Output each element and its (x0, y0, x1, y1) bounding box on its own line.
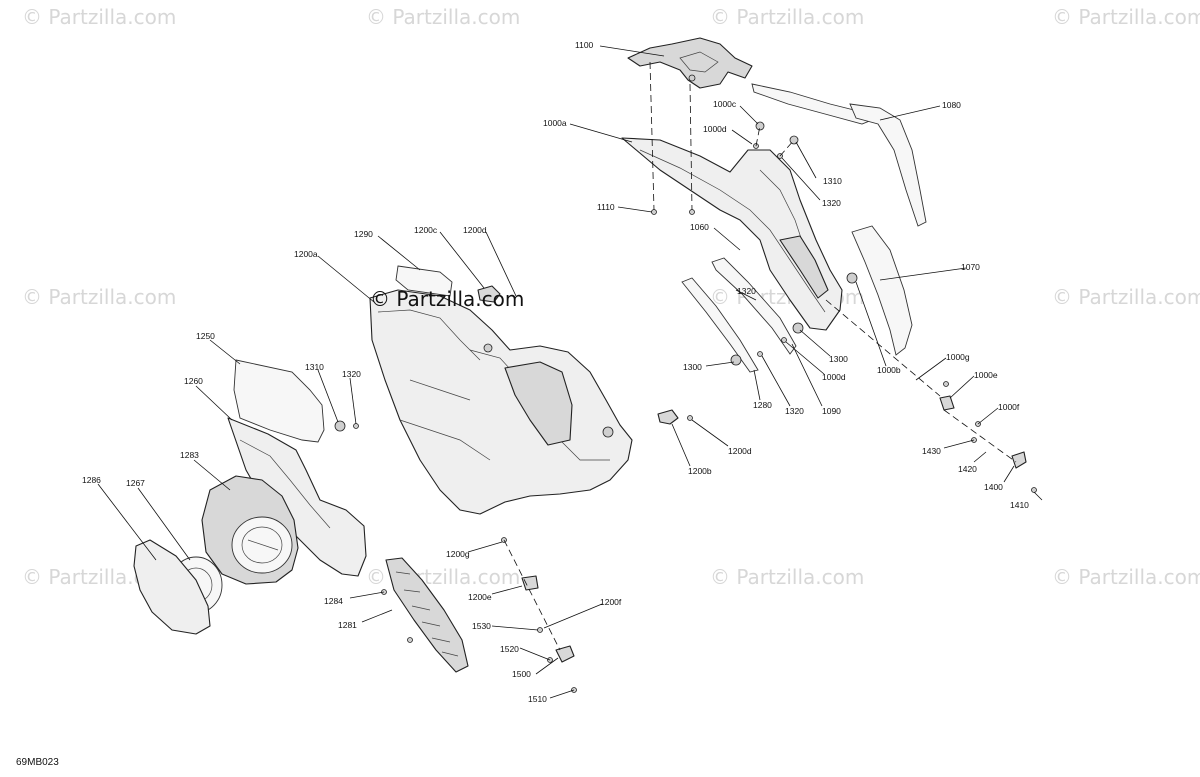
assembly-dash-lines (503, 61, 1017, 651)
watermark-bot-3: © Partzilla.com (710, 565, 864, 589)
callout-1000c: 1000c (713, 99, 737, 109)
callout-1000d-top: 1000d (703, 124, 727, 134)
part-1250-panel (233, 359, 325, 443)
callout-1070: 1070 (961, 262, 980, 272)
callout-1410: 1410 (1010, 500, 1029, 510)
callout-1200b: 1200b (688, 466, 712, 476)
callout-labels: 1100 1000c 1000d 1000a 1080 1310 1320 11… (82, 40, 1029, 704)
callout-1300-right: 1300 (829, 354, 848, 364)
callout-1200c: 1200c (414, 225, 438, 235)
callout-1000f: 1000f (998, 402, 1020, 412)
callout-1250: 1250 (196, 331, 215, 341)
watermark-top-1: © Partzilla.com (22, 5, 176, 29)
leader-lines (97, 45, 1043, 699)
callout-1530: 1530 (472, 621, 491, 631)
callout-1080: 1080 (942, 100, 961, 110)
callout-1320-left: 1320 (342, 369, 361, 379)
callout-1200g: 1200g (446, 549, 470, 559)
callout-1320-top: 1320 (822, 198, 841, 208)
watermark-top-4: © Partzilla.com (1052, 5, 1200, 29)
callout-1200f: 1200f (600, 597, 622, 607)
callout-1290: 1290 (354, 229, 373, 239)
callout-1110: 1110 (597, 202, 615, 212)
callout-1284: 1284 (324, 596, 343, 606)
callout-1000d-mid: 1000d (822, 372, 846, 382)
callout-1310-top: 1310 (823, 176, 842, 186)
part-1281-grille (385, 557, 469, 673)
callout-1000b: 1000b (877, 365, 901, 375)
callout-1310-left: 1310 (305, 362, 324, 372)
callout-1200e: 1200e (468, 592, 492, 602)
watermark-top-3: © Partzilla.com (710, 5, 864, 29)
callout-1286: 1286 (82, 475, 101, 485)
callout-1200d-mid: 1200d (728, 446, 752, 456)
part-1286-cover (133, 539, 211, 635)
callout-1320-mid: 1320 (737, 286, 756, 296)
part-1200c-clip (477, 285, 501, 303)
diagram-code: 69MB023 (16, 757, 59, 768)
watermark-top-2: © Partzilla.com (366, 5, 520, 29)
part-1080-strip (751, 83, 927, 227)
callout-1060: 1060 (690, 222, 709, 232)
callout-1520: 1520 (500, 644, 519, 654)
callout-1500: 1500 (512, 669, 531, 679)
callout-1260: 1260 (184, 376, 203, 386)
callout-1000g: 1000g (946, 352, 970, 362)
part-1290-cover (395, 265, 453, 297)
part-1283-housing (201, 475, 299, 585)
watermark-bot-4: © Partzilla.com (1052, 565, 1200, 589)
callout-1280: 1280 (753, 400, 772, 410)
callout-1100: 1100 (575, 40, 594, 50)
part-1000a-panel (621, 137, 843, 331)
callout-1090: 1090 (822, 406, 841, 416)
callout-1510: 1510 (528, 694, 547, 704)
callout-1000a: 1000a (543, 118, 567, 128)
callout-1000e: 1000e (974, 370, 998, 380)
callout-1281: 1281 (338, 620, 357, 630)
callout-1420: 1420 (958, 464, 977, 474)
callout-1400: 1400 (984, 482, 1003, 492)
callout-1200d-top: 1200d (463, 225, 487, 235)
part-1100-bracket (627, 37, 753, 89)
callout-1283: 1283 (180, 450, 199, 460)
watermark-mid-1: © Partzilla.com (22, 285, 176, 309)
callout-1200a: 1200a (294, 249, 318, 259)
watermark-center: © Partzilla.com (370, 287, 524, 311)
callout-1430: 1430 (922, 446, 941, 456)
part-1200a-body (369, 289, 633, 515)
part-1070-sidepiece (851, 225, 913, 356)
watermark-mid-4: © Partzilla.com (1052, 285, 1200, 309)
callout-1300-left: 1300 (683, 362, 702, 372)
part-1060-1280-strips (681, 257, 797, 373)
callout-1320-low: 1320 (785, 406, 804, 416)
callout-1267: 1267 (126, 478, 145, 488)
